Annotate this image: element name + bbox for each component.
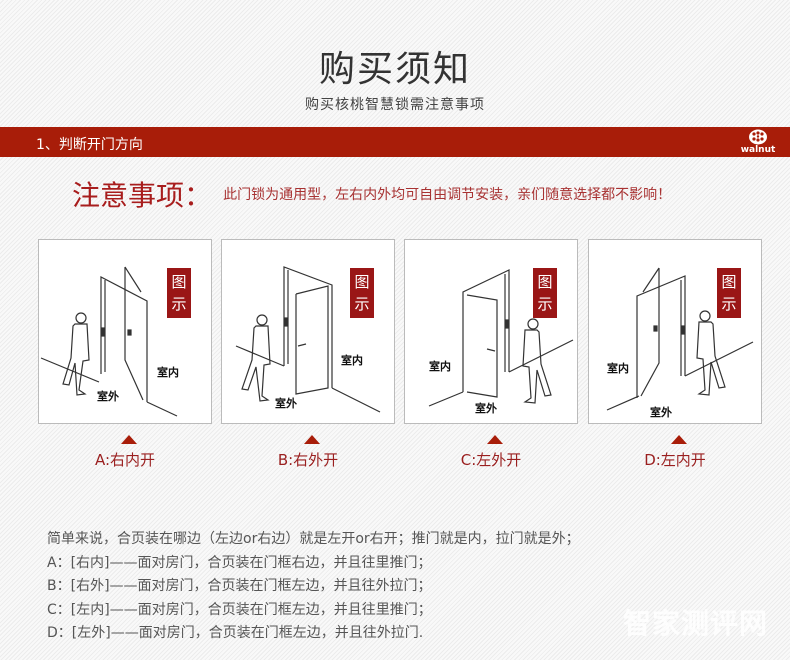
triangle-up-icon bbox=[671, 435, 687, 444]
page-subtitle: 购买核桃智慧锁需注意事项 bbox=[305, 97, 485, 113]
diagram-card-a: 图示 室内 室外 bbox=[38, 239, 212, 424]
outside-label: 室外 bbox=[275, 397, 297, 410]
outside-label: 室外 bbox=[475, 402, 497, 415]
explanation-d: D：[左外]——面对房门，合页装在门框左边，并且往外拉门. bbox=[47, 625, 424, 641]
triangle-up-icon bbox=[487, 435, 503, 444]
door-illustration-icon bbox=[40, 266, 178, 417]
notice-label: 注意事项： bbox=[72, 179, 213, 212]
diagram-card-d: 图示 室内 室外 bbox=[588, 239, 762, 424]
door-illustration-icon bbox=[428, 269, 574, 407]
illustration-badge: 图示 bbox=[533, 268, 557, 318]
diagram-caption-c: C:左外开 bbox=[460, 451, 522, 469]
triangle-up-icon bbox=[121, 435, 137, 444]
diagram-caption-b: B:右外开 bbox=[277, 451, 339, 469]
notice-text: 此门锁为通用型，左右内外均可自由调节安装，亲们随意选择都不影响！ bbox=[223, 187, 672, 203]
explanation-a: A：[右内]——面对房门，合页装在门框右边，并且往里推门； bbox=[47, 554, 432, 571]
page-title: 购买须知 bbox=[318, 49, 471, 90]
notice: 注意事项： 此门锁为通用型，左右内外均可自由调节安装，亲们随意选择都不影响！ bbox=[72, 174, 671, 214]
diagram-card-b: 图示 室内 室外 bbox=[221, 239, 395, 424]
illustration-badge: 图示 bbox=[717, 268, 741, 318]
watermark: 智家测评网 bbox=[622, 607, 768, 640]
door-illustration-icon bbox=[235, 266, 381, 413]
diagram-card-c: 图示 室内 室外 bbox=[404, 239, 578, 424]
illustration-badge: 图示 bbox=[350, 268, 374, 318]
inside-label: 室内 bbox=[341, 354, 363, 367]
explanation-c: C：[左内]——面对房门，合页装在门框左边，并且往里推门； bbox=[47, 601, 432, 618]
outside-label: 室外 bbox=[97, 390, 119, 403]
inside-label: 室内 bbox=[607, 362, 629, 375]
outside-label: 室外 bbox=[650, 406, 672, 419]
triangle-up-icon bbox=[304, 435, 320, 444]
diagram-caption-a: A:右内开 bbox=[94, 451, 156, 469]
explanation-b: B：[右外]——面对房门，合页装在门框左边，并且往外拉门； bbox=[47, 578, 432, 594]
section-title: 1、判断开门方向 bbox=[36, 137, 143, 153]
door-illustration-icon bbox=[606, 267, 754, 411]
diagram-caption-d: D:左内开 bbox=[644, 451, 706, 469]
inside-label: 室内 bbox=[429, 360, 451, 373]
brand-name: walnut bbox=[740, 145, 776, 155]
brand-logo: walnut bbox=[736, 129, 780, 155]
explanation-block: 简单来说，合页装在哪边（左边or右边）就是左开or右开；推门就是内，拉门就是外；… bbox=[47, 528, 580, 646]
section-banner: 1、判断开门方向 walnut bbox=[0, 127, 790, 157]
illustration-badge: 图示 bbox=[167, 268, 191, 318]
inside-label: 室内 bbox=[157, 366, 179, 379]
explanation-summary: 简单来说，合页装在哪边（左边or右边）就是左开or右开；推门就是内，拉门就是外； bbox=[47, 531, 580, 547]
walnut-logo-icon bbox=[749, 129, 767, 145]
